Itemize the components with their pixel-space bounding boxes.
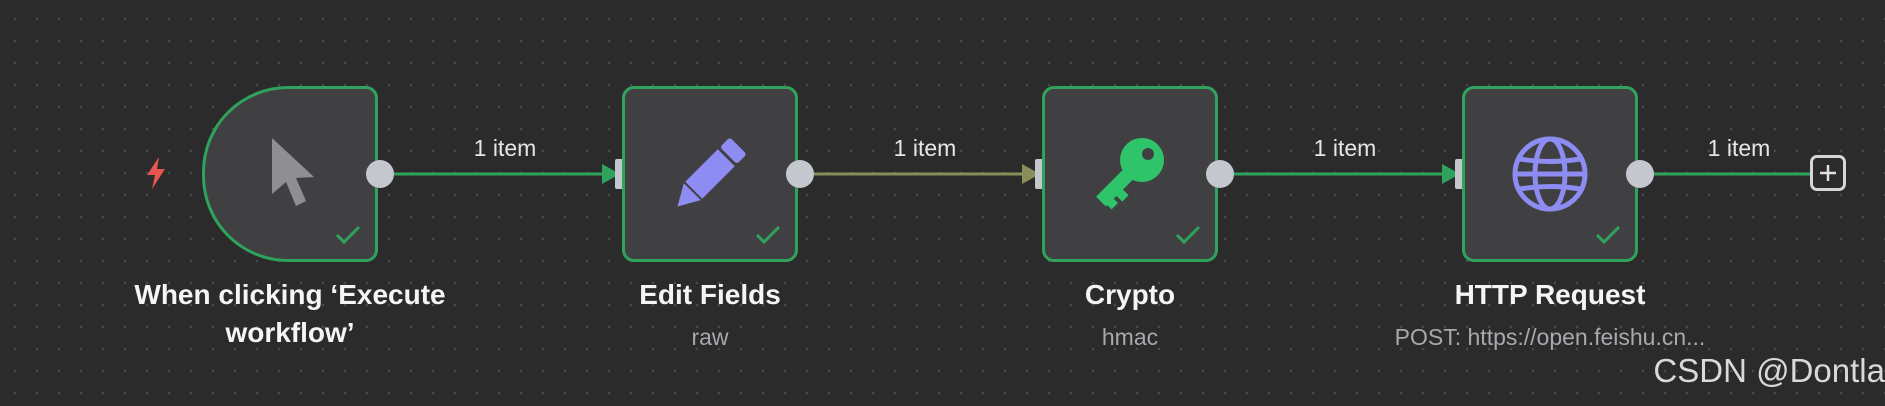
globe-icon: [1508, 132, 1592, 216]
connection-label[interactable]: 1 item: [1707, 135, 1771, 161]
success-check-icon: [1595, 225, 1621, 245]
success-check-icon: [1175, 225, 1201, 245]
output-handle[interactable]: [786, 160, 814, 188]
connection-label[interactable]: 1 item: [1313, 135, 1377, 161]
connection-label[interactable]: 1 item: [893, 135, 957, 161]
connection-3[interactable]: [1234, 164, 1460, 184]
connection-2[interactable]: [814, 164, 1040, 184]
node-edit-fields[interactable]: [622, 86, 798, 262]
node-subtitle: raw: [691, 324, 729, 350]
connection-1[interactable]: [394, 164, 620, 184]
node-title: HTTP Request: [1454, 279, 1646, 310]
node-title: Crypto: [1084, 279, 1176, 310]
cursor-arrow-icon: [248, 132, 332, 216]
watermark: CSDN @Dontla: [1653, 352, 1885, 389]
plus-icon: [1820, 165, 1836, 181]
pencil-icon: [668, 132, 752, 216]
output-handle[interactable]: [1626, 160, 1654, 188]
node-crypto[interactable]: [1042, 86, 1218, 262]
key-icon: [1088, 132, 1172, 216]
node-http-request[interactable]: [1462, 86, 1638, 262]
connection-label[interactable]: 1 item: [473, 135, 537, 161]
node-title: When clicking ‘Execute workflow’: [134, 279, 446, 348]
node-title: Edit Fields: [639, 279, 781, 310]
node-manual-trigger[interactable]: [202, 86, 378, 262]
node-subtitle: POST: https://open.feishu.cn...: [1394, 324, 1706, 350]
output-handle[interactable]: [366, 160, 394, 188]
lightning-bolt-icon: [143, 156, 169, 190]
success-check-icon: [335, 225, 361, 245]
node-subtitle: hmac: [1101, 324, 1159, 350]
output-handle[interactable]: [1206, 160, 1234, 188]
add-node-button[interactable]: [1810, 155, 1846, 191]
success-check-icon: [755, 225, 781, 245]
